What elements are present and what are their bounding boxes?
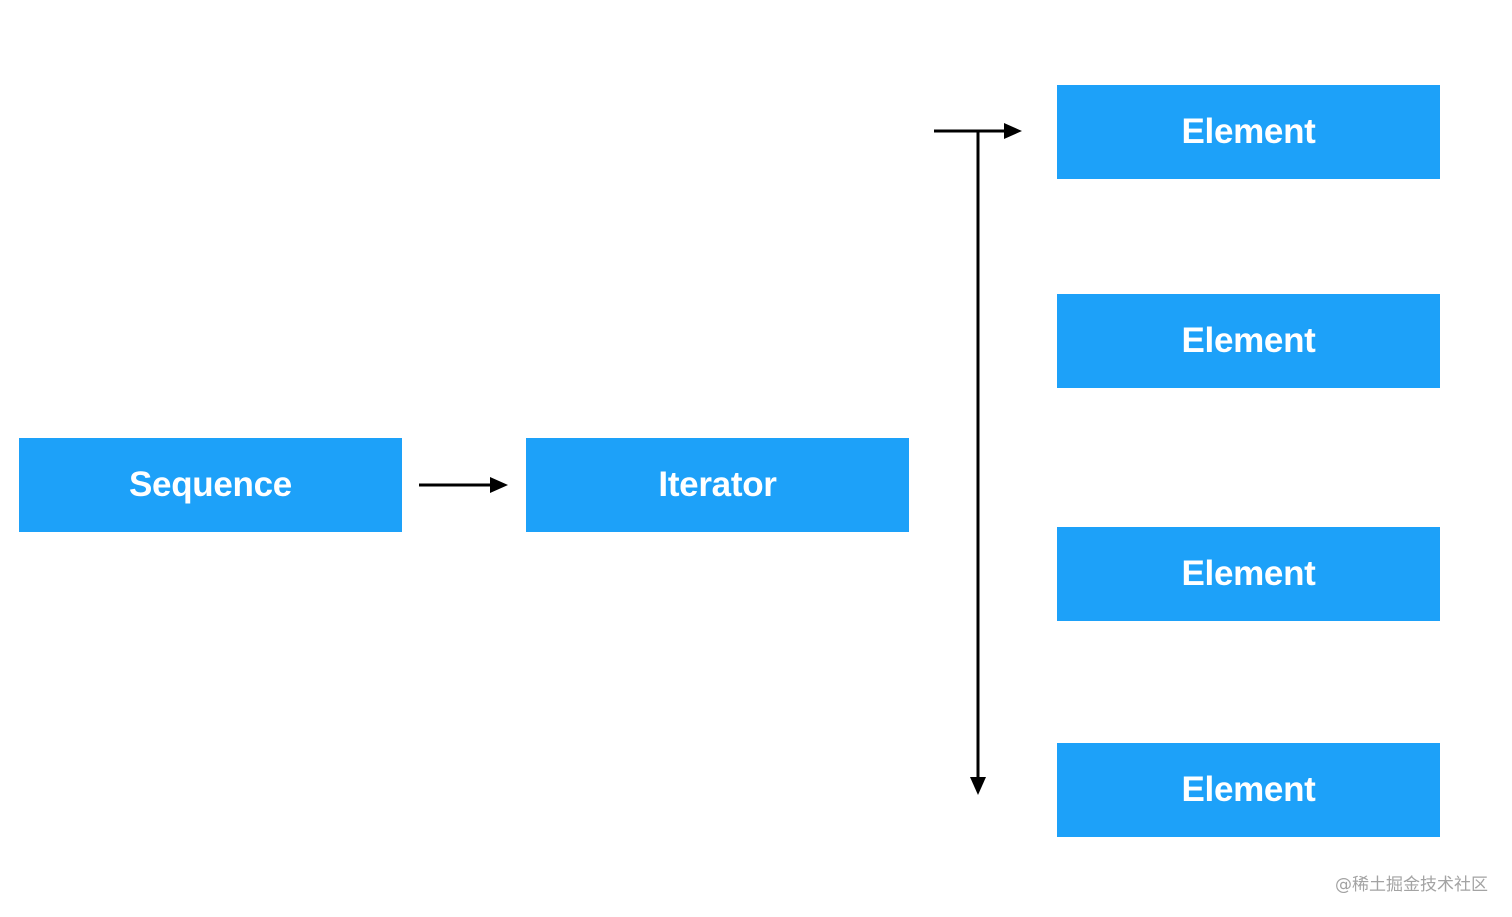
arrow-to-first-element [934,123,1022,139]
element-label: Element [1181,770,1316,809]
element-label: Element [1181,112,1316,151]
element-label: Element [1181,554,1316,593]
sequence-label: Sequence [129,465,292,504]
arrow-sequence-to-iterator [419,477,508,493]
sequence-node: Sequence [19,438,402,532]
iterator-label: Iterator [658,465,777,504]
element-node: Element [1057,743,1440,837]
arrow-iteration-down [970,131,986,795]
element-node: Element [1057,85,1440,179]
element-node: Element [1057,294,1440,388]
element-label: Element [1181,321,1316,360]
watermark-text: @稀土掘金技术社区 [1335,875,1488,895]
iterator-node: Iterator [526,438,909,532]
element-node: Element [1057,527,1440,621]
